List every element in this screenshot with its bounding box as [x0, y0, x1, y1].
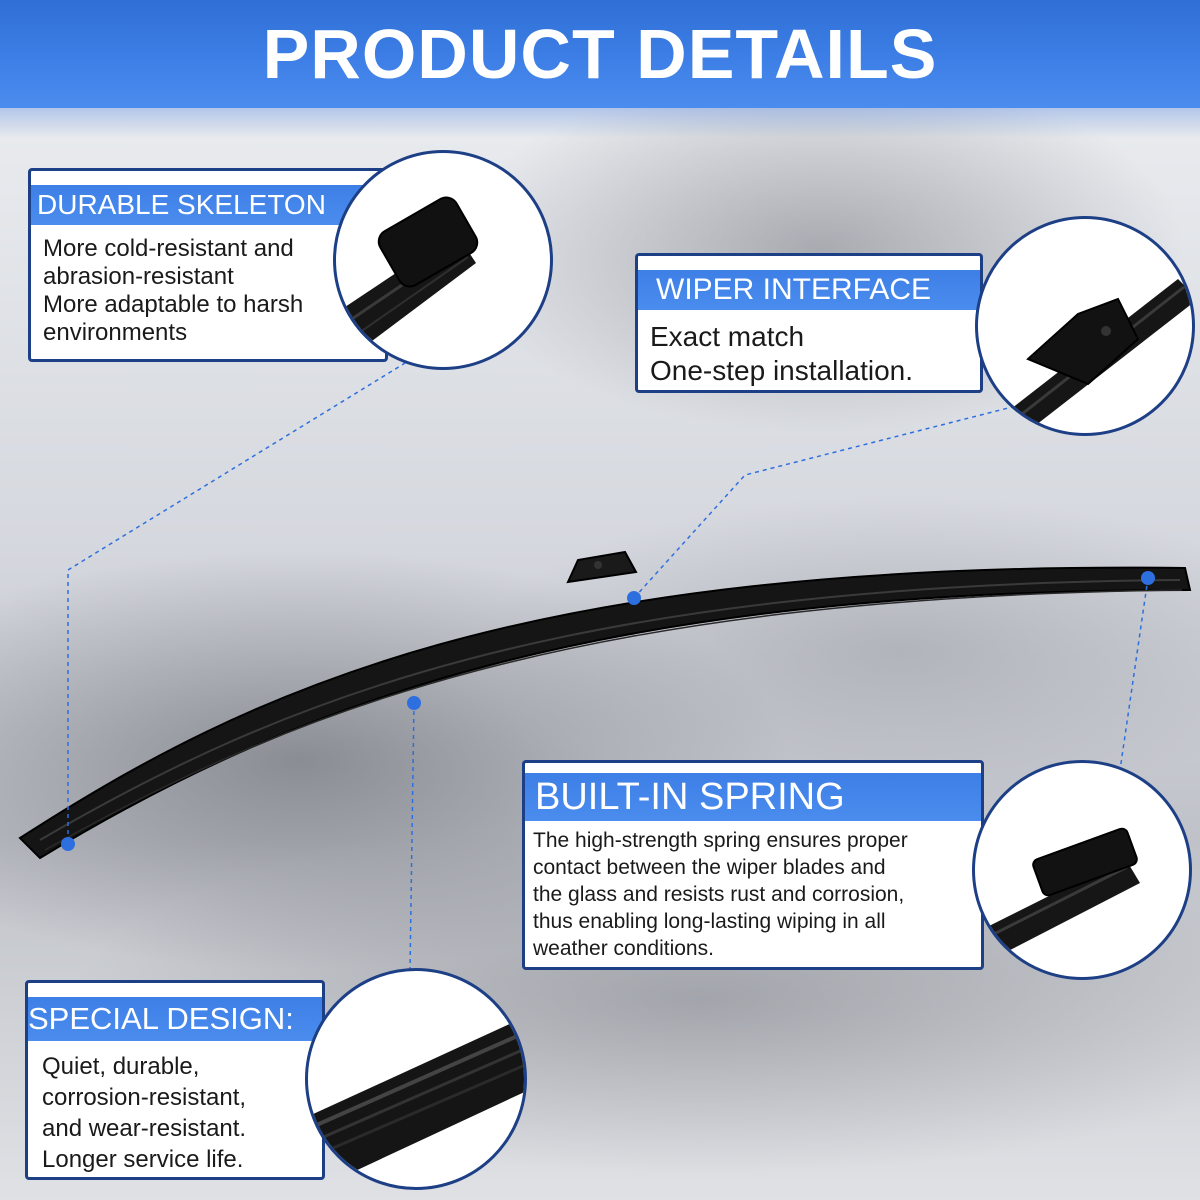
- callout-title: WIPER INTERFACE: [638, 270, 980, 310]
- rubber-strip-icon: [308, 1017, 524, 1187]
- text-line: and wear-resistant.: [42, 1115, 247, 1142]
- connector-hole: [594, 561, 602, 569]
- wiper-blade-groove-2: [44, 589, 1183, 851]
- page-title: PRODUCT DETAILS: [262, 15, 938, 93]
- callout-text: More cold-resistant and abrasion-resista…: [31, 225, 385, 347]
- callout-special-design: SPECIAL DESIGN: Quiet, durable, corrosio…: [25, 980, 325, 1180]
- callout-built-in-spring: BUILT-IN SPRING The high-strength spring…: [522, 760, 984, 970]
- text-line: More cold-resistant and: [43, 235, 294, 262]
- text-line: the glass and resists rust and corrosion…: [533, 883, 905, 906]
- text-line: More adaptable to harsh: [43, 291, 304, 318]
- text-line: corrosion-resistant,: [42, 1084, 247, 1111]
- text-line: weather conditions.: [533, 937, 714, 960]
- callout-text: The high-strength spring ensures proper …: [525, 821, 981, 962]
- banner-shadow: [0, 108, 1200, 138]
- wiper-connector: [566, 550, 638, 584]
- blade-end-cap-icon: [336, 196, 479, 353]
- callout-title: DURABLE SKELETON: [31, 185, 385, 225]
- marker-spring: [1141, 571, 1155, 585]
- wiper-blade-groove: [39, 579, 1181, 841]
- spring-end-icon: [975, 827, 1140, 963]
- detail-circle-durable: [333, 150, 553, 370]
- text-line: The high-strength spring ensures proper: [533, 829, 908, 852]
- callout-wiper-interface: WIPER INTERFACE Exact match One-step ins…: [635, 253, 983, 393]
- text-line: Longer service life.: [42, 1146, 244, 1173]
- callout-title: BUILT-IN SPRING: [525, 773, 981, 821]
- marker-interface: [627, 591, 641, 605]
- leader-lines: [67, 359, 1149, 971]
- text-line: Quiet, durable,: [42, 1053, 200, 1080]
- leader-interface: [633, 404, 1021, 599]
- leader-durable: [67, 359, 411, 842]
- detail-circle-spring: [972, 760, 1192, 980]
- text-line: Exact match: [650, 321, 805, 352]
- header-banner: PRODUCT DETAILS: [0, 0, 1200, 108]
- marker-special: [407, 696, 421, 710]
- text-line: thus enabling long-lasting wiping in all: [533, 910, 886, 933]
- markers: [61, 571, 1155, 851]
- detail-circle-interface: [975, 216, 1195, 436]
- marker-durable: [61, 837, 75, 851]
- detail-circle-special: [305, 968, 527, 1190]
- text-line: One-step installation.: [650, 355, 914, 386]
- callout-text: Exact match One-step installation.: [638, 310, 980, 388]
- callout-durable-skeleton: DURABLE SKELETON More cold-resistant and…: [28, 168, 388, 362]
- text-line: abrasion-resistant: [43, 263, 234, 290]
- text-line: contact between the wiper blades and: [533, 856, 886, 879]
- callout-text: Quiet, durable, corrosion-resistant, and…: [28, 1041, 322, 1175]
- wiper-connector-icon: [998, 279, 1192, 433]
- leader-special: [409, 702, 415, 971]
- text-line: environments: [43, 319, 188, 346]
- leader-spring: [1119, 577, 1149, 771]
- callout-title: SPECIAL DESIGN:: [28, 997, 322, 1041]
